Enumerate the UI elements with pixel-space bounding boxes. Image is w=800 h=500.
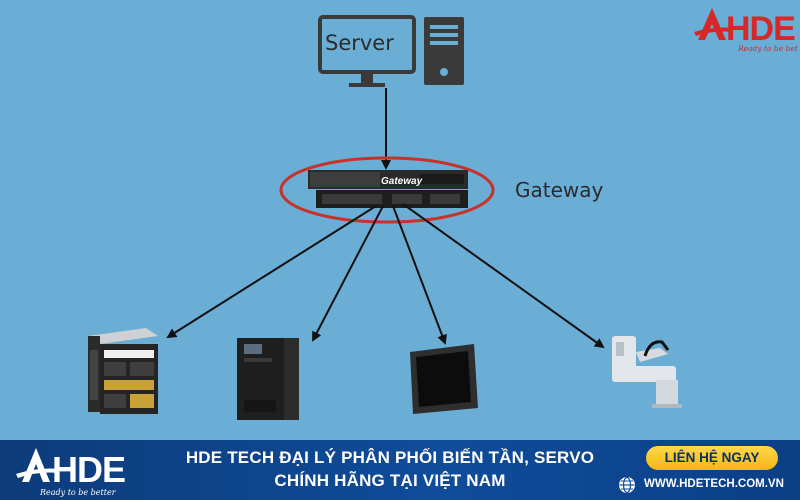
server-tower-icon — [424, 17, 464, 85]
footer-logo-a-mark — [22, 448, 50, 482]
server-label: Server — [325, 31, 394, 55]
logo-a-swoosh — [694, 27, 734, 36]
arrow-gateway-inverter — [312, 205, 384, 342]
footer-banner: HDE Ready to be better HDE TECH ĐẠI LÝ P… — [0, 440, 800, 500]
arrow-gateway-robot — [402, 203, 605, 349]
robot-arm-icon — [612, 336, 682, 408]
arrow-gateway-plc — [166, 205, 377, 339]
logo-tagline: Ready to be better — [737, 44, 798, 53]
website-link[interactable]: WWW.HDETECH.COM.VN — [616, 476, 800, 496]
gateway-device-text: Gateway — [381, 176, 423, 187]
gateway-device-icon: Gateway — [308, 170, 468, 208]
gateway-highlight-ellipse — [279, 156, 495, 224]
footer-logo-swoosh — [16, 468, 60, 478]
network-diagram: Server Gateway Gateway — [88, 15, 682, 420]
server-monitor-icon — [318, 15, 416, 87]
inverter-icon — [237, 338, 299, 420]
logo-text: HDE — [726, 10, 795, 48]
arrow-gateway-hmi — [392, 205, 447, 345]
gateway-label: Gateway — [515, 178, 604, 202]
hmi-icon — [410, 344, 478, 414]
plc-icon — [88, 328, 158, 414]
contact-now-button[interactable]: LIÊN HỆ NGAY — [646, 446, 778, 470]
hde-logo-top: HDE Ready to be better — [694, 8, 798, 53]
footer-logo-tagline: Ready to be better — [39, 488, 117, 497]
website-text: WWW.HDETECH.COM.VN — [644, 478, 784, 490]
footer-headline-line1: HDE TECH ĐẠI LÝ PHÂN PHỐI BIẾN TẦN, SERV… — [185, 448, 595, 467]
footer-logo-text: HDE — [52, 449, 125, 490]
globe-icon — [619, 476, 635, 494]
footer-headline-line2: CHÍNH HÃNG TẠI VIỆT NAM — [274, 471, 506, 490]
hde-logo-footer: HDE Ready to be better — [16, 448, 126, 497]
